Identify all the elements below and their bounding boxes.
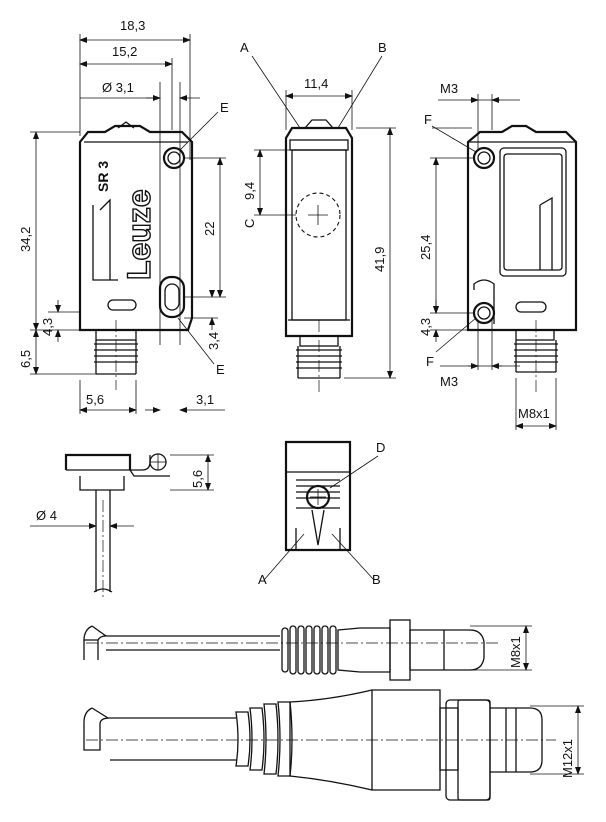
dim-bend-height: 5,6 bbox=[190, 470, 205, 488]
side-view: 18,3 15,2 Ø 3,1 Leuze SR 3 bbox=[18, 18, 229, 414]
cable-variant-view: 5,6 Ø 4 bbox=[30, 453, 214, 600]
m8-cable-connector: M8x1 bbox=[83, 619, 532, 681]
label-F-top: F bbox=[424, 112, 432, 127]
dim-rear-base-height: 4,3 bbox=[418, 318, 433, 336]
dim-width-inner: 15,2 bbox=[112, 44, 137, 59]
dim-width-overall: 18,3 bbox=[120, 18, 145, 33]
dim-height-total: 34,2 bbox=[18, 227, 33, 252]
m8-grip-ridges bbox=[281, 625, 337, 675]
label-A-bottom: A bbox=[258, 572, 267, 587]
label-B-bottom: B bbox=[372, 572, 381, 587]
dim-connector-height: 6,5 bbox=[18, 350, 33, 368]
m8-thread-label: M8x1 bbox=[508, 636, 523, 668]
m12-thread-label: M12x1 bbox=[560, 739, 575, 778]
bottom-view: D A B bbox=[258, 440, 385, 587]
brand-logo: Leuze SR 3 bbox=[95, 161, 158, 281]
label-A-top: A bbox=[240, 40, 249, 55]
dim-connector-thread: M8x1 bbox=[518, 406, 550, 421]
dim-optic-offset: 9,4 bbox=[242, 182, 257, 200]
dim-base-height: 4,3 bbox=[40, 318, 55, 336]
label-E-bottom: E bbox=[216, 362, 225, 377]
label-C: C bbox=[242, 219, 257, 228]
front-view: 11,4 A B 9,4 C bbox=[240, 40, 396, 392]
m12-grip-ridges bbox=[235, 701, 293, 777]
dim-front-height: 41,9 bbox=[372, 247, 387, 272]
dim-cable-diameter: Ø 4 bbox=[36, 508, 57, 523]
label-E-top: E bbox=[220, 100, 229, 115]
dim-lower-hole-offset: 3,4 bbox=[206, 332, 221, 350]
dim-thread-bottom: M3 bbox=[440, 374, 458, 389]
dim-thread-top: M3 bbox=[440, 81, 458, 96]
logo-text: Leuze bbox=[121, 189, 157, 280]
label-D: D bbox=[376, 440, 385, 455]
label-B-top: B bbox=[378, 40, 387, 55]
rear-view: M3 F F bbox=[418, 81, 578, 430]
dim-connector-width: 5,6 bbox=[86, 392, 104, 407]
dim-edge-offset: 3,1 bbox=[196, 392, 214, 407]
dim-hole-diameter: Ø 3,1 bbox=[102, 80, 134, 95]
dim-rear-hole-spacing: 25,4 bbox=[418, 235, 433, 260]
dim-front-width: 11,4 bbox=[304, 76, 328, 91]
dim-hole-spacing: 22 bbox=[202, 222, 217, 236]
label-F-bottom: F bbox=[426, 354, 434, 369]
m12-cable-connector: M12x1 bbox=[83, 689, 584, 801]
model-text: SR 3 bbox=[95, 161, 111, 192]
